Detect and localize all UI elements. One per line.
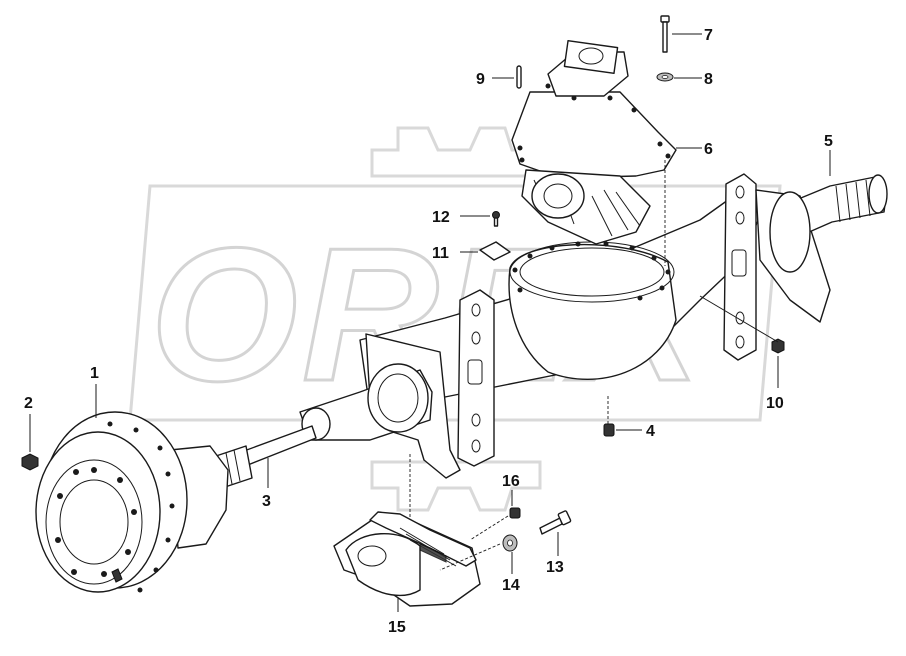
callout-6: 6 bbox=[704, 141, 713, 158]
callout-9: 9 bbox=[476, 71, 485, 88]
axle-housing bbox=[299, 173, 888, 479]
callout-3: 3 bbox=[262, 493, 271, 510]
callout-7: 7 bbox=[704, 27, 713, 44]
callout-2: 2 bbox=[24, 395, 33, 412]
bolt-13 bbox=[539, 510, 572, 535]
callout-10: 10 bbox=[766, 395, 784, 412]
bolt-16 bbox=[509, 507, 521, 519]
callout-16: 16 bbox=[502, 473, 520, 490]
callout-labels: 1 2 3 4 5 6 7 8 9 10 11 12 13 14 15 16 bbox=[24, 27, 833, 636]
brake-caliper bbox=[333, 511, 481, 607]
callout-11: 11 bbox=[432, 245, 449, 262]
callout-13: 13 bbox=[546, 559, 564, 576]
callout-12: 12 bbox=[432, 209, 450, 226]
callout-4: 4 bbox=[646, 423, 655, 440]
wheel-hub-drum bbox=[35, 411, 229, 593]
differential-carrier bbox=[511, 39, 677, 245]
callout-14: 14 bbox=[502, 577, 520, 594]
bolt-12 bbox=[492, 211, 500, 227]
washer-14 bbox=[502, 534, 518, 552]
callout-15: 15 bbox=[388, 619, 406, 636]
pin-9 bbox=[516, 65, 522, 89]
plate-11 bbox=[479, 241, 511, 261]
bolt-10 bbox=[699, 295, 785, 354]
callout-8: 8 bbox=[704, 71, 713, 88]
washer-8 bbox=[656, 72, 674, 82]
leader-lines bbox=[29, 33, 831, 612]
callout-1: 1 bbox=[90, 365, 99, 382]
bolt-7 bbox=[660, 15, 670, 53]
plug-4 bbox=[603, 423, 615, 437]
nut bbox=[21, 453, 39, 471]
watermark-gear-bottom bbox=[370, 460, 542, 512]
callout-5: 5 bbox=[824, 133, 833, 150]
